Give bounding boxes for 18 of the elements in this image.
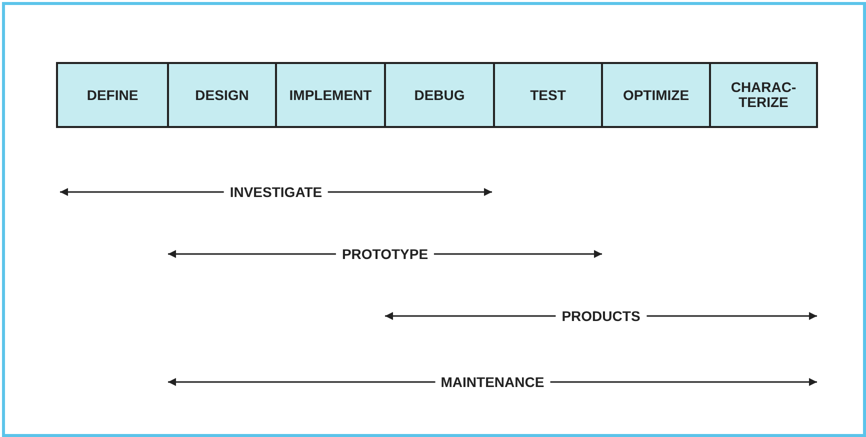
- stage-box: [493, 62, 603, 128]
- stage-box: [167, 62, 277, 128]
- stage-name: DESIGN: [195, 88, 249, 102]
- stage-name: TEST: [530, 88, 566, 102]
- stage-name: CHARAC-TERIZE: [730, 80, 798, 110]
- stage-box: [56, 62, 169, 128]
- stage-box: [601, 62, 711, 128]
- stage-box: [709, 62, 818, 128]
- stage-name: IMPLEMENT: [289, 88, 372, 102]
- span-label: INVESTIGATE: [224, 184, 328, 200]
- span-label: MAINTENANCE: [434, 374, 550, 390]
- span-label: PROTOTYPE: [336, 246, 434, 262]
- span-label: PRODUCTS: [556, 308, 646, 324]
- stage-name: DEFINE: [86, 88, 138, 102]
- stage-box: [275, 62, 386, 128]
- stage-name: OPTIMIZE: [622, 88, 690, 102]
- stage-box: [384, 62, 495, 128]
- stage-name: DEBUG: [414, 88, 465, 102]
